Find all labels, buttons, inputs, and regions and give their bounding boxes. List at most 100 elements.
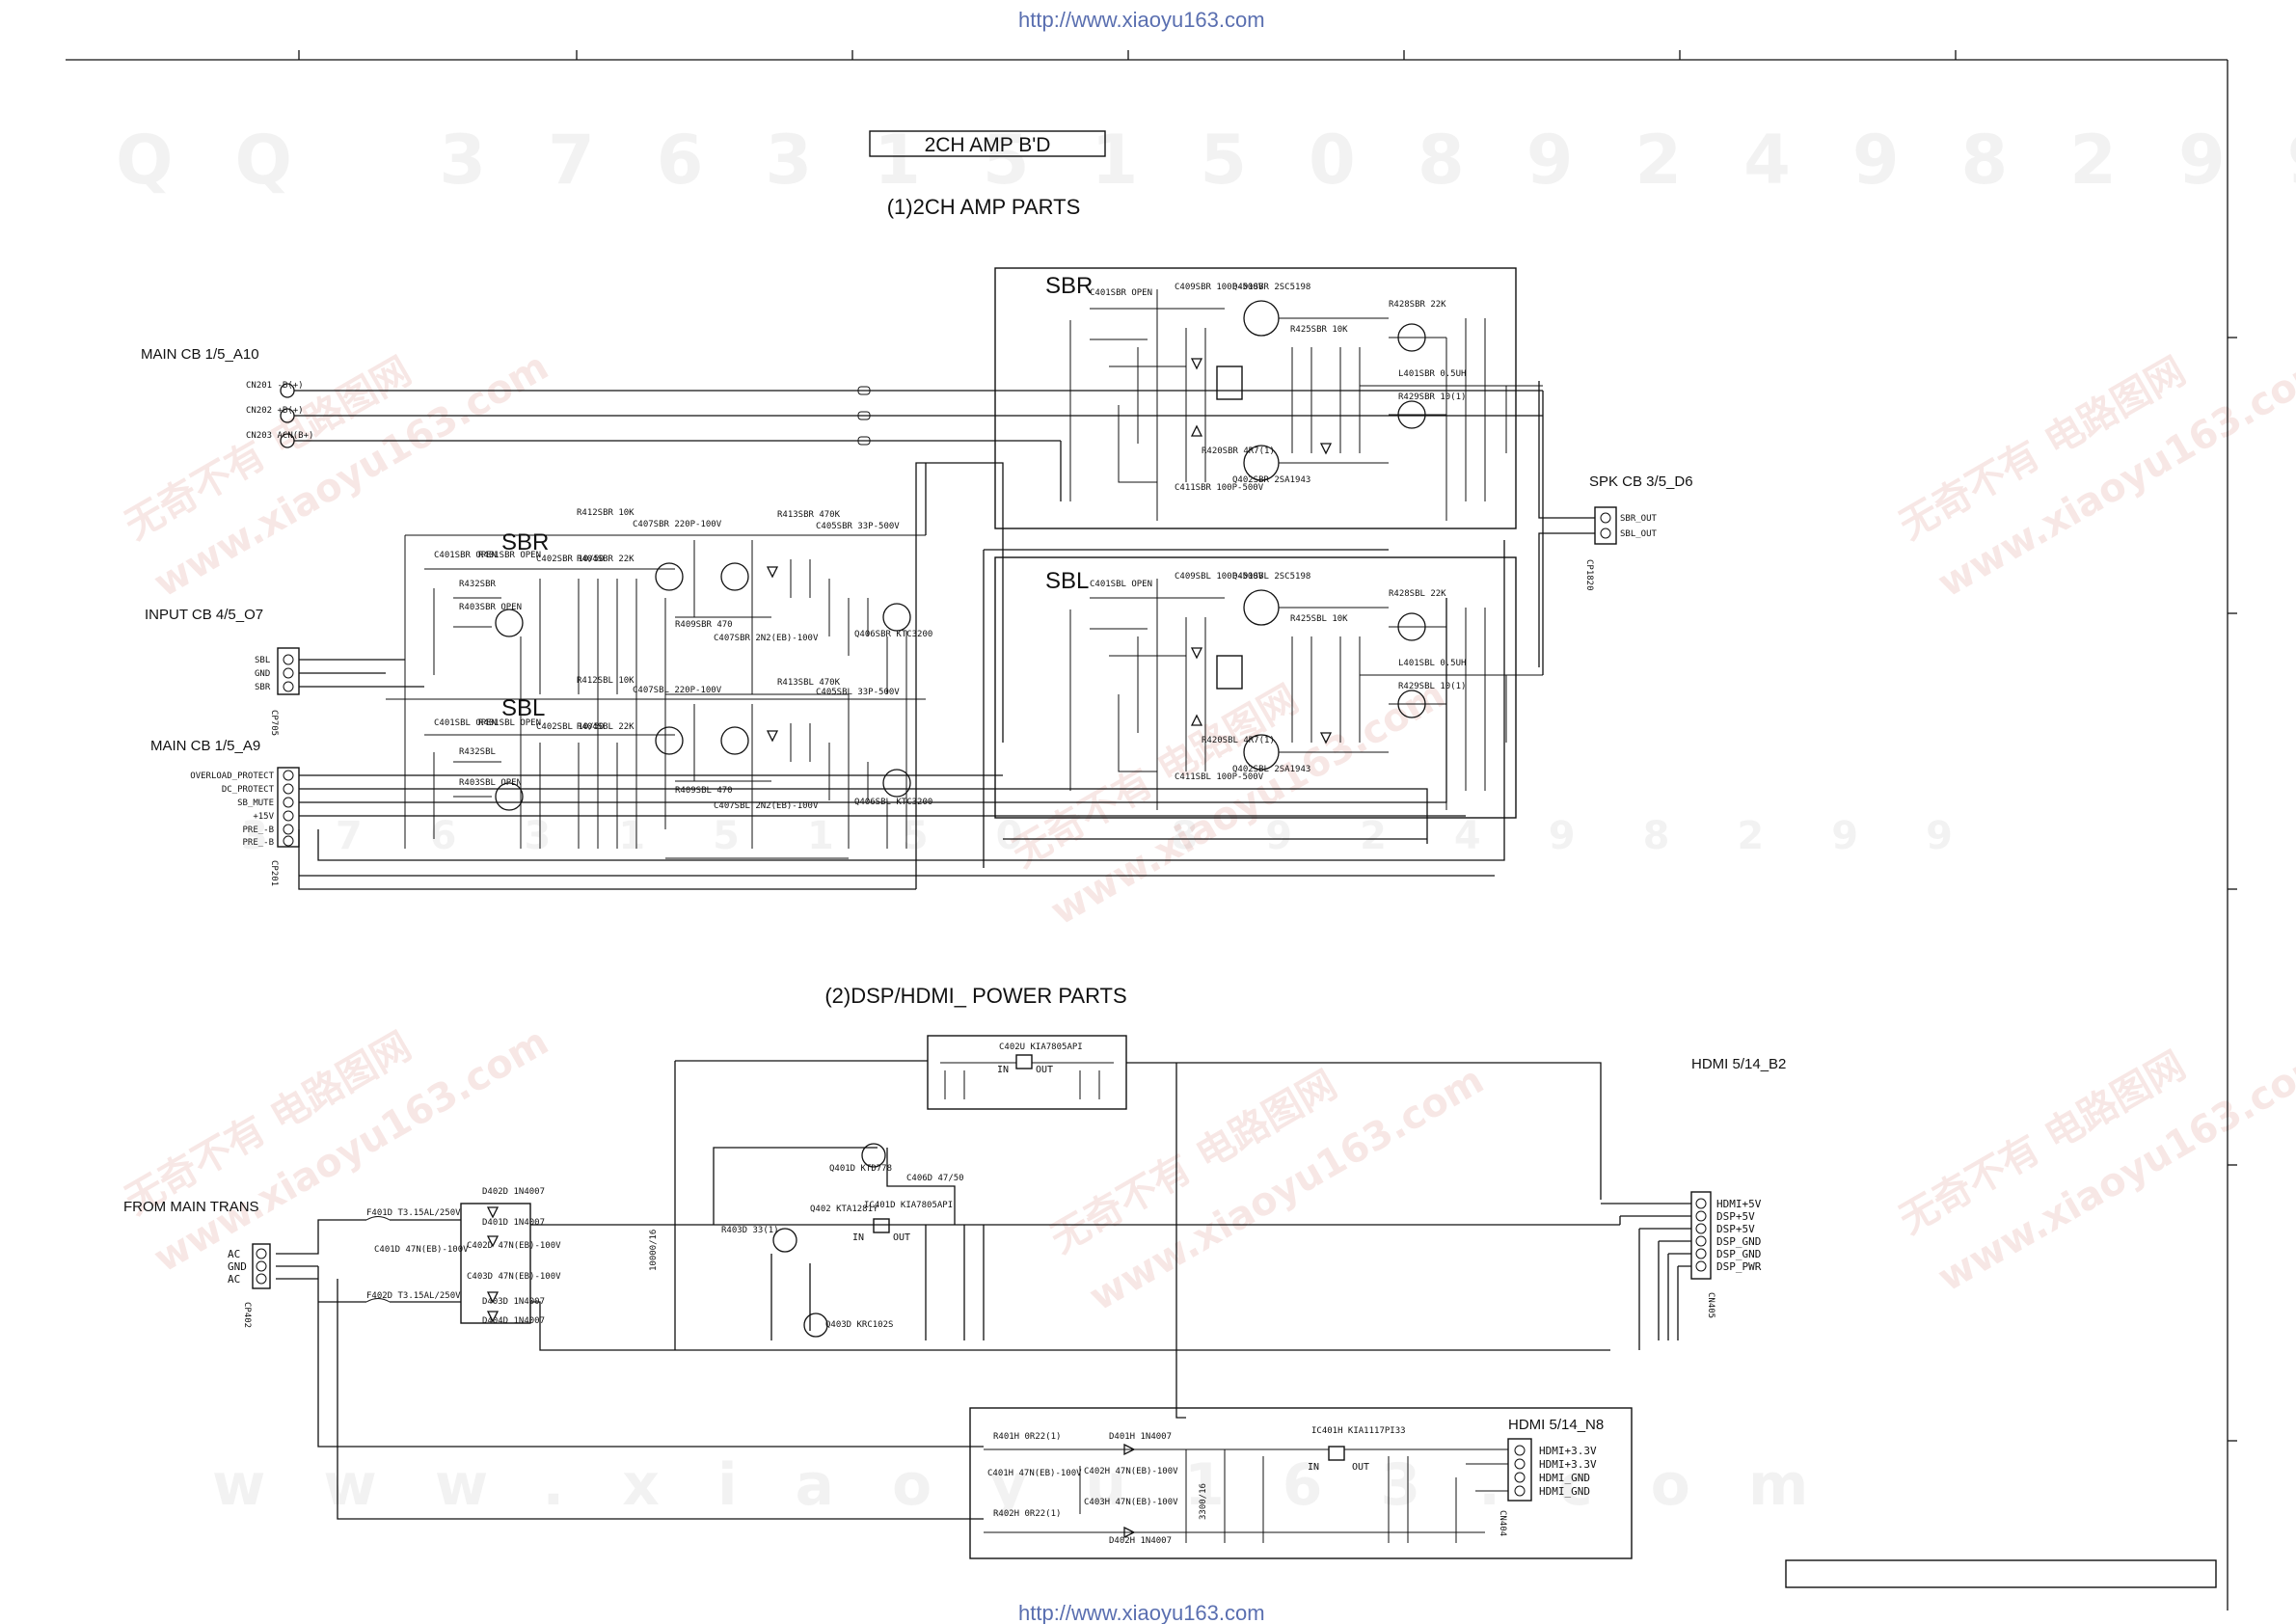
pin-label: HDMI+5V <box>1716 1198 1762 1210</box>
connector-label: HDMI 5/14_B2 <box>1691 1056 1786 1072</box>
connector-from-main-trans: FROM MAIN TRANS AC GND AC CP402 <box>123 1199 271 1328</box>
pin-label: HDMI+3.3V <box>1539 1458 1597 1471</box>
section-amp-parts: (1)2CH AMP PARTS <box>887 195 1081 219</box>
part-label: C403H 47N(EB)-100V <box>1084 1498 1178 1507</box>
output-stage-sbl: SBL C401SBL OPEN C409SBL 100P-500V Q401S… <box>994 556 1543 819</box>
pin-label: +15V <box>253 812 274 822</box>
pin-label: DSP_GND <box>1716 1235 1761 1248</box>
ic-in-label: IN <box>852 1232 864 1243</box>
bottom-url[interactable]: http://www.xiaoyu163.com <box>1018 1601 1265 1624</box>
part-label: C401H 47N(EB)-100V <box>987 1469 1082 1478</box>
part-label: C406D 47/50 <box>906 1174 964 1183</box>
pin-label: DC_PROTECT <box>222 785 275 795</box>
part-label: C409SBR 100P-500V <box>1175 283 1264 292</box>
part-label: R403SBR OPEN <box>459 603 522 612</box>
part-label: L401SBR 0.5UH <box>1398 369 1466 379</box>
part-label: C407SBR 2N2(EB)-100V <box>714 634 819 643</box>
part-label: Q403D KRC102S <box>825 1320 893 1330</box>
part-label: 3300/16 <box>1199 1483 1208 1520</box>
connector-ref: CP201 <box>269 860 279 886</box>
connector-main-cb-a9: MAIN CB 1/5_A9 OVERLOAD_PROTECT DC_PROTE… <box>150 540 1505 890</box>
pin-label: HDMI_GND <box>1539 1472 1590 1484</box>
channel-label-sbl-out: SBL <box>1045 568 1089 594</box>
pin-label: CN203 ACN(B+) <box>246 431 313 441</box>
part-label: Q401D KTD778 <box>829 1164 892 1174</box>
part-label: R403SBL OPEN <box>459 778 522 788</box>
part-label: D402D 1N4007 <box>482 1187 545 1197</box>
part-label: D401H 1N4007 <box>1109 1432 1172 1442</box>
channel-label-sbr: SBR <box>501 529 549 555</box>
part-label: F401D T3.15AL/250V <box>366 1208 461 1218</box>
part-label: Q406SBR KTC3200 <box>854 630 932 639</box>
title-block <box>1785 1559 2217 1588</box>
pin-label: SBR_OUT <box>1620 514 1658 524</box>
part-label: Q401SBL 2SC5198 <box>1232 572 1310 582</box>
ic-out-label: OUT <box>1036 1065 1053 1075</box>
pin-label: AC <box>228 1248 240 1260</box>
part-label: R402H 0R22(1) <box>993 1509 1061 1519</box>
part-label: Q402SBL 2SA1943 <box>1232 765 1310 774</box>
part-label: R413SBR 470K <box>777 510 841 520</box>
part-label: D401D 1N4007 <box>482 1218 545 1228</box>
part-label: Q401SBR 2SC5198 <box>1232 283 1310 292</box>
pin-label: DSP_PWR <box>1716 1260 1762 1273</box>
ic402-box <box>927 1035 1127 1110</box>
pin-label: DSP+5V <box>1716 1210 1755 1223</box>
channel-label-sbr-out: SBR <box>1045 273 1093 299</box>
power-supply-circuit: C402U KIA7805API IN OUT D402D 1N4007 D40… <box>276 1035 1786 1559</box>
part-label: R412SBR 10K <box>577 508 635 518</box>
connector-ref: CP705 <box>269 710 279 736</box>
pin-label: PRE_-B <box>242 826 274 835</box>
part-label: C401SBL OPEN <box>434 718 497 728</box>
connector-input-cb: INPUT CB 4/5_O7 SBL GND SBR CP705 <box>145 607 424 736</box>
connector-label: INPUT CB 4/5_O7 <box>145 607 263 623</box>
pin-label: GND <box>228 1260 247 1273</box>
watermark-qq-2: 892498299 <box>1418 121 2296 200</box>
part-label: R428SBL 22K <box>1389 589 1446 599</box>
pin-label: CN201 -B(+) <box>246 381 304 391</box>
title-box <box>869 130 1106 157</box>
part-label: R401SBL OPEN <box>478 718 541 728</box>
top-url[interactable]: http://www.xiaoyu163.com <box>1018 8 1265 32</box>
watermark-qq: QQ 376315150 <box>116 121 1418 200</box>
part-label: Q402 KTA1281Y <box>810 1204 878 1214</box>
pin-label: SBR <box>255 683 271 692</box>
pin-label: SBL_OUT <box>1620 529 1658 539</box>
part-label: R404SBL 22K <box>577 722 635 732</box>
pin-label: HDMI_GND <box>1539 1485 1590 1498</box>
watermark-number-row: 376315150 892498299 <box>241 814 2020 858</box>
page-title: 2CH AMP B'D <box>925 134 1051 156</box>
part-label: C402H 47N(EB)-100V <box>1084 1467 1178 1476</box>
part-label: R401H 0R22(1) <box>993 1432 1061 1442</box>
connector-ref: CP1820 <box>1584 559 1594 591</box>
part-label: C402SBL 10/50 <box>536 722 604 732</box>
pin-label: SBL <box>255 656 270 665</box>
pin-label: DSP+5V <box>1716 1223 1755 1235</box>
connector-label: MAIN CB 1/5_A10 <box>141 346 259 363</box>
part-label: R401SBR OPEN <box>478 551 541 560</box>
part-label: D403D 1N4007 <box>482 1297 545 1307</box>
part-label: R403D 33(1) <box>721 1226 779 1235</box>
driver-stage-sbr: SBR R412SBR 10K C407SBR 220P-100V R413SB… <box>404 508 932 849</box>
part-label: R409SBL 470 <box>675 786 733 796</box>
part-label: R412SBL 10K <box>577 676 635 686</box>
connector-label: HDMI 5/14_N8 <box>1508 1417 1604 1433</box>
part-label: R432SBR <box>459 580 497 589</box>
connector-label: SPK CB 3/5_D6 <box>1589 474 1693 490</box>
part-label: R420SBL 4R7(1) <box>1202 736 1275 745</box>
connector-spk-cb: SPK CB 3/5_D6 SBR_OUT SBL_OUT CP1820 <box>1538 381 1693 667</box>
part-label: R429SBL 10(1) <box>1398 682 1466 691</box>
part-label: R429SBR 10(1) <box>1398 392 1466 402</box>
drawing-frame <box>66 50 2237 1610</box>
interconnect-wires <box>915 391 1544 889</box>
ic-in-label: IN <box>1308 1462 1319 1473</box>
pin-label: DSP_GND <box>1716 1248 1761 1260</box>
part-label: C405SBR 33P-500V <box>816 522 900 531</box>
part-label: C411SBL 100P-500V <box>1175 772 1264 782</box>
part-label: L401SBL 0.5UH <box>1398 659 1466 668</box>
part-label: R420SBR 4R7(1) <box>1202 447 1275 456</box>
part-label: Q406SBL KTC3200 <box>854 798 932 807</box>
part-label: IC401H KIA1117PI33 <box>1311 1426 1406 1436</box>
pin-label: OVERLOAD_PROTECT <box>190 771 274 781</box>
